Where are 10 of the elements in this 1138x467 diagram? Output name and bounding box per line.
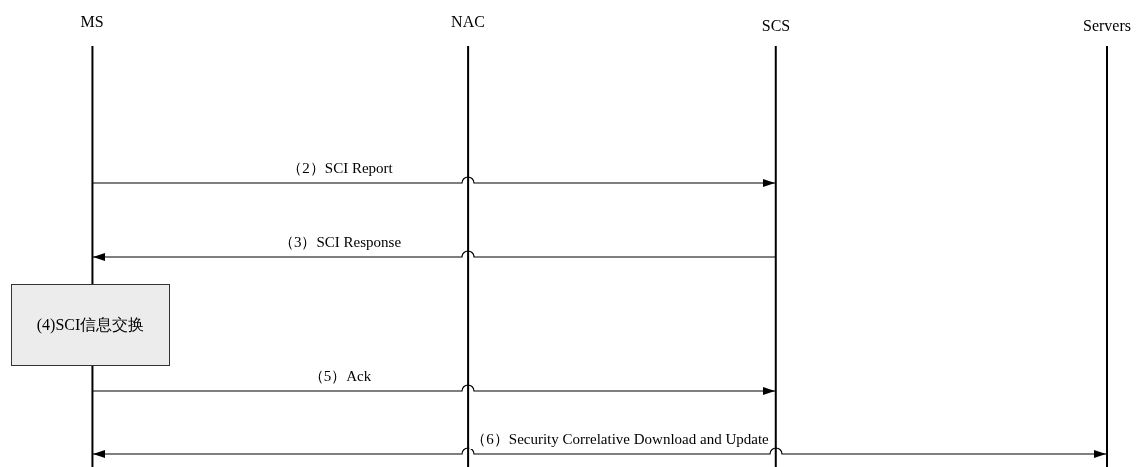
- arrow: [92, 250, 776, 261]
- arrow: [92, 384, 776, 395]
- edge-label: （6）Security Correlative Download and Update: [469, 430, 771, 449]
- participant-label: MS: [80, 12, 104, 32]
- participant-label: SCS: [761, 16, 791, 36]
- process-box: (4)SCI信息交换: [11, 284, 170, 366]
- participant-label: Servers: [1083, 16, 1131, 36]
- arrow: [92, 447, 1107, 458]
- participant-label: NAC: [451, 12, 485, 32]
- arrow: [92, 176, 776, 187]
